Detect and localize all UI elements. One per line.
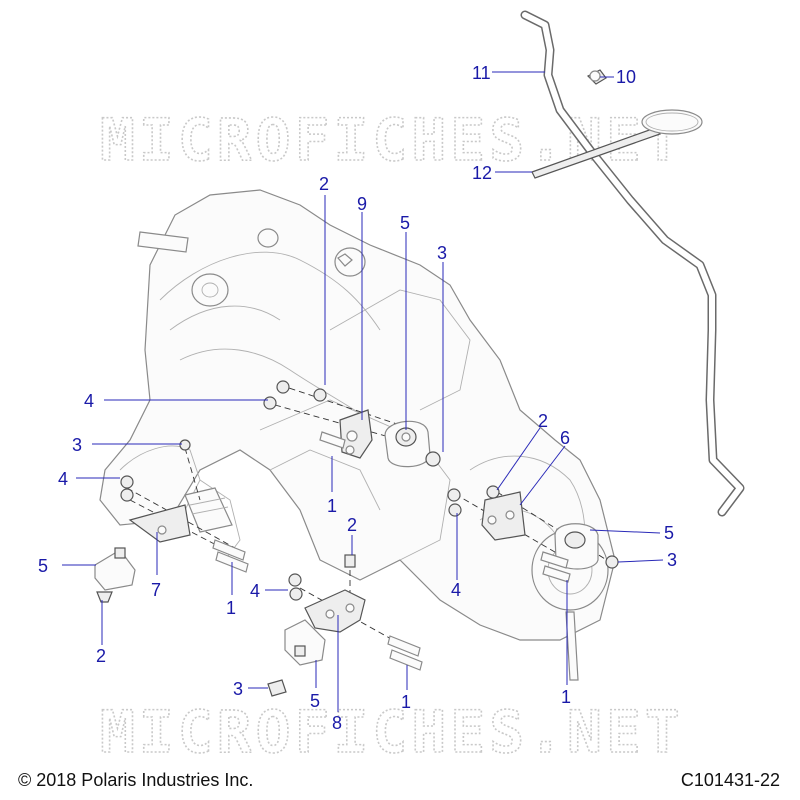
callout-4-middle: 4 [250, 581, 260, 601]
callout-8: 8 [332, 713, 342, 733]
callout-3-bottom: 3 [233, 679, 243, 699]
clip-part-10 [586, 69, 607, 85]
watermark-bottom: MICROFICHES.NET [100, 698, 684, 766]
callout-4-left: 4 [58, 469, 68, 489]
callout-4-right: 4 [451, 580, 461, 600]
callout-5-bottom: 5 [310, 691, 320, 711]
callout-10: 10 [616, 67, 636, 87]
callout-5-upper: 5 [400, 213, 410, 233]
bracket-part-8 [304, 589, 366, 633]
callout-12: 12 [472, 163, 492, 183]
callout-5-right: 5 [664, 523, 674, 543]
isolator-part-5-right [554, 523, 599, 570]
callout-2-top: 2 [319, 174, 329, 194]
callout-6: 6 [560, 428, 570, 448]
callout-2-bottom-left: 2 [96, 646, 106, 666]
callout-3-right: 3 [667, 550, 677, 570]
copyright-text: © 2018 Polaris Industries Inc. [18, 770, 254, 790]
callout-1-right: 1 [561, 687, 571, 707]
cable-tie-part-12 [531, 109, 703, 179]
callout-5-left: 5 [38, 556, 48, 576]
callout-1-bottom: 1 [401, 692, 411, 712]
isolator-part-5-left [94, 547, 136, 591]
bracket-part-7 [128, 504, 191, 543]
callout-1-left: 1 [226, 598, 236, 618]
callout-leader-lines [62, 71, 664, 712]
callout-3-left: 3 [72, 435, 82, 455]
bracket-part-6 [481, 491, 526, 541]
callout-4-upper-left: 4 [84, 391, 94, 411]
isolator-part-5-bottom [284, 619, 326, 666]
callout-2-right: 2 [538, 411, 548, 431]
callout-labels: 2 9 5 3 11 10 12 4 3 4 5 2 7 1 4 1 2 3 5… [38, 63, 677, 733]
callout-2-middle: 2 [347, 515, 357, 535]
fasteners [96, 380, 619, 697]
figure-id-text: C101431-22 [680, 770, 780, 790]
callout-11: 11 [472, 63, 491, 83]
callout-7: 7 [151, 580, 161, 600]
callout-1-middle: 1 [327, 496, 337, 516]
isolator-part-5-upper [384, 420, 431, 468]
dipstick-tube-part-11 [520, 10, 745, 517]
callout-9: 9 [357, 194, 367, 214]
callout-3-upper: 3 [437, 243, 447, 263]
